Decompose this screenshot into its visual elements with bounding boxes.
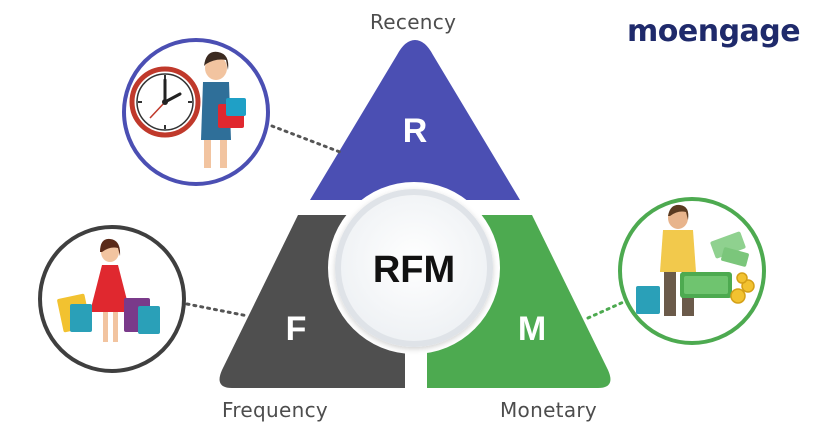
recency-letter: R [403, 112, 428, 150]
frequency-label: Frequency [222, 398, 329, 422]
moengage-logo: moengage [627, 14, 801, 49]
frequency-letter: F [286, 310, 307, 348]
recency-segment: R [310, 40, 520, 200]
recency-illustration [122, 38, 270, 186]
recency-connector [270, 124, 342, 154]
frequency-connector [185, 302, 250, 318]
clock-icon [129, 66, 201, 138]
frequency-illustration [38, 225, 186, 373]
woman-red-dress-icon [57, 238, 160, 342]
monetary-label: Monetary [500, 398, 598, 422]
recency-label: Recency [370, 10, 457, 34]
center-circle: RFM [328, 182, 500, 354]
monetary-letter: M [518, 310, 546, 348]
center-text: RFM [373, 249, 455, 291]
monetary-connector [586, 298, 630, 320]
man-with-money-icon [636, 204, 755, 316]
monetary-illustration [618, 197, 766, 345]
woman-figure-icon [201, 51, 246, 168]
recency-shape [310, 40, 520, 200]
